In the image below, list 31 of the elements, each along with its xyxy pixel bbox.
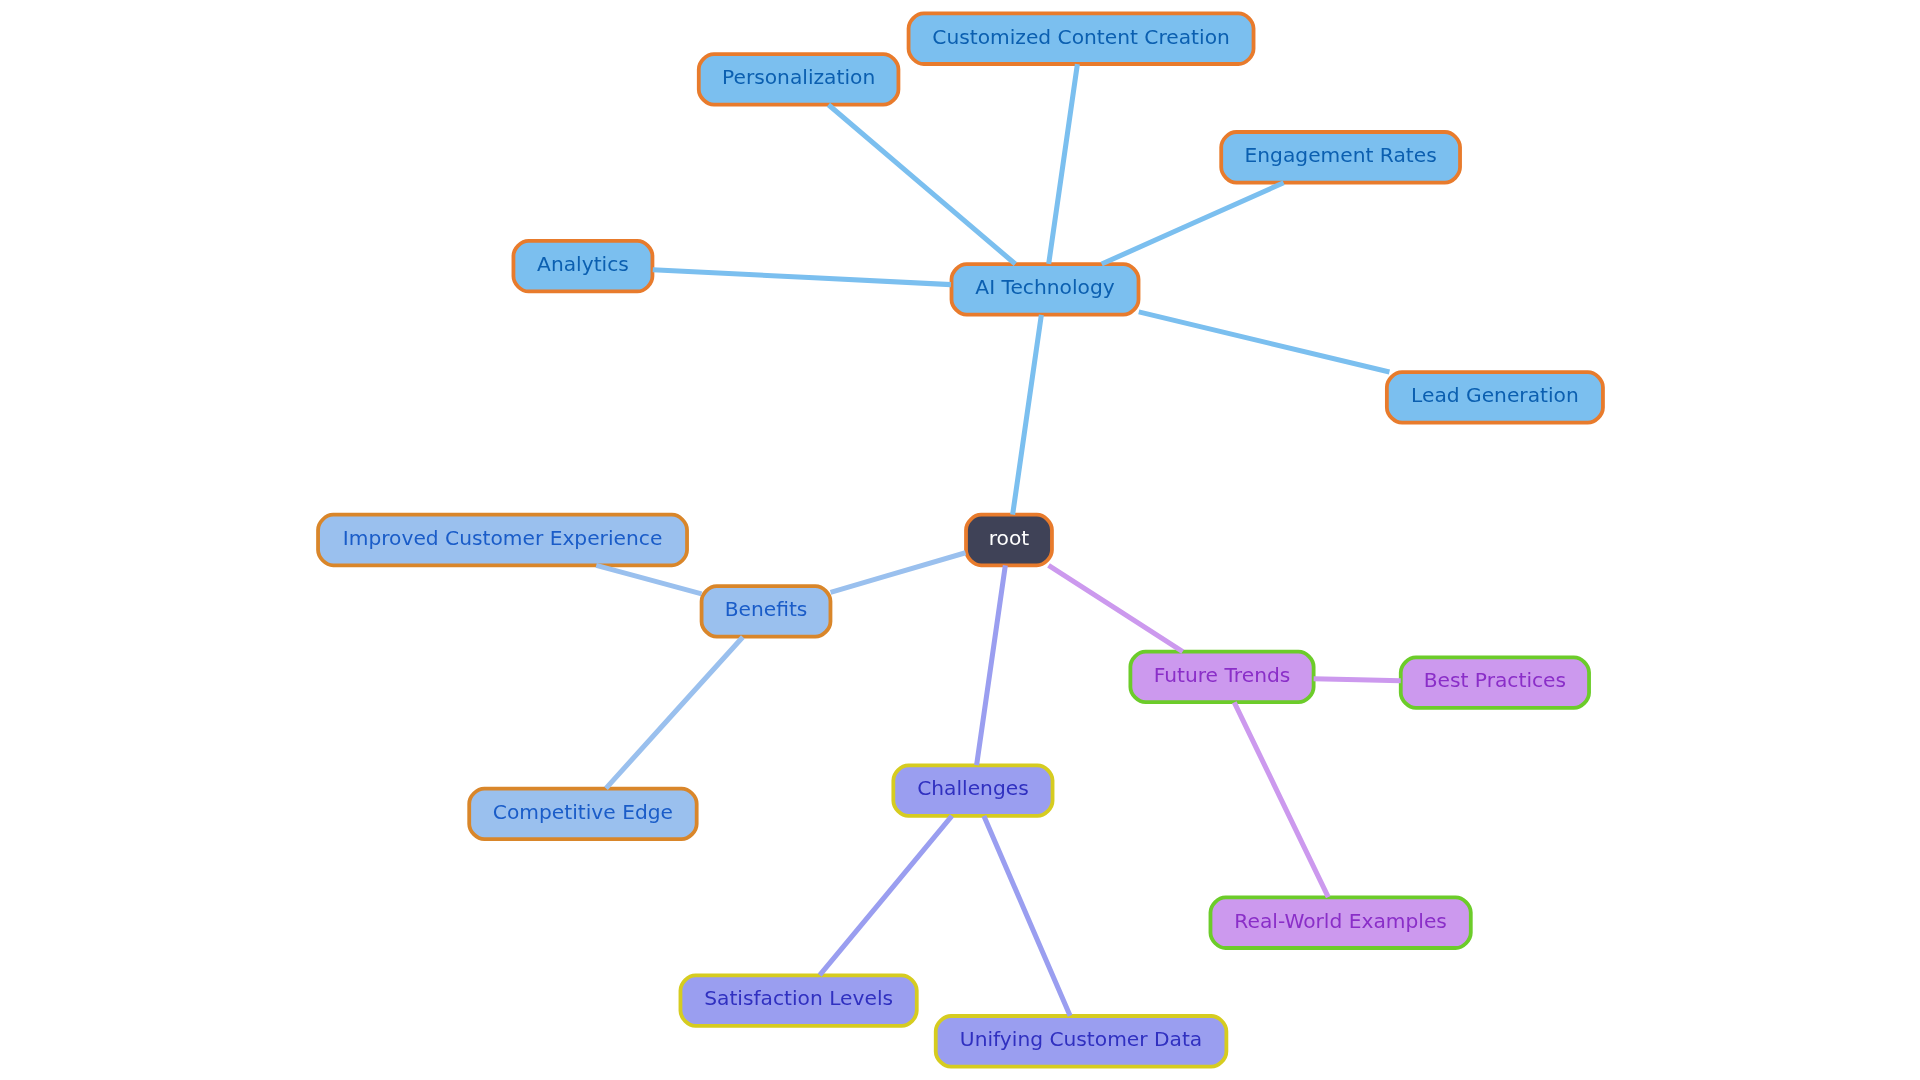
connector (981, 815, 1072, 1017)
node-box: Real-World Examples (1208, 895, 1473, 950)
connector (1231, 701, 1331, 899)
connector (829, 550, 966, 595)
connector (817, 814, 954, 977)
connector (652, 267, 951, 288)
node-box: Lead Generation (1384, 370, 1605, 425)
node-box: Competitive Edge (466, 786, 699, 841)
node-box: Analytics (511, 239, 654, 294)
connector (595, 562, 702, 597)
node-box: AI Technology (949, 262, 1140, 317)
node-box: Engagement Rates (1218, 130, 1462, 185)
connector (1009, 314, 1044, 515)
node-box: root (963, 512, 1054, 568)
node-box: Satisfaction Levels (678, 973, 919, 1028)
node-box: Benefits (699, 584, 832, 639)
node-box: Customized Content Creation (906, 11, 1255, 66)
node-box: Improved Customer Experience (315, 512, 689, 568)
connector (603, 635, 745, 791)
node-box: Personalization (696, 52, 900, 107)
connector (1045, 63, 1080, 265)
connector (1313, 676, 1401, 684)
node-box: Best Practices (1398, 655, 1591, 710)
connector (1046, 563, 1184, 654)
node-box: Challenges (890, 763, 1054, 818)
node-box: Unifying Customer Data (933, 1014, 1228, 1069)
connector (973, 565, 1008, 766)
connector (1137, 309, 1390, 375)
node-box: Future Trends (1128, 649, 1315, 705)
connector (826, 102, 1017, 266)
connector (1100, 180, 1285, 267)
